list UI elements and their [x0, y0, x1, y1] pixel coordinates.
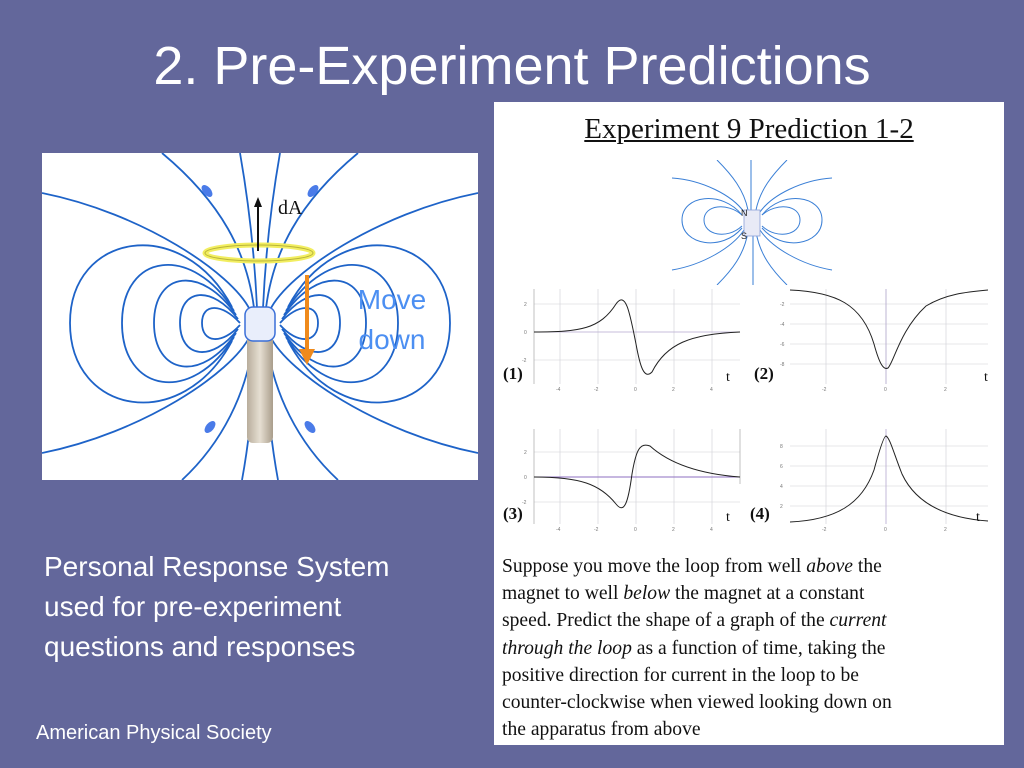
svg-text:2: 2	[780, 504, 783, 510]
prs-description: Personal Response System used for pre-ex…	[44, 547, 484, 667]
svg-text:4: 4	[710, 527, 713, 533]
question-line: Suppose you move the loop from well abov…	[502, 556, 882, 577]
prediction-graph-2: -2 -4 -6 -8 -2 0 2	[780, 289, 989, 393]
field-lines-diagram	[42, 153, 478, 480]
experiment-panel: Experiment 9 Prediction 1-2 N S	[494, 102, 1004, 745]
magnetic-field-figure: dA Move down	[42, 153, 478, 480]
svg-text:0: 0	[634, 387, 637, 393]
svg-text:2: 2	[672, 527, 675, 533]
svg-text:-2: -2	[522, 358, 527, 364]
svg-text:-2: -2	[822, 387, 827, 393]
svg-text:-8: -8	[780, 362, 785, 368]
svg-text:4: 4	[710, 387, 713, 393]
svg-text:0: 0	[634, 527, 637, 533]
svg-text:0: 0	[884, 387, 887, 393]
mini-field-diagram	[671, 160, 833, 285]
graph-3-label: (3)	[503, 504, 523, 523]
question-line: through the loop as a function of time, …	[502, 637, 886, 659]
question-line: counter-clockwise when viewed looking do…	[502, 692, 892, 714]
svg-text:-2: -2	[594, 387, 599, 393]
question-line: positive direction for current in the lo…	[502, 664, 859, 686]
south-label: S	[741, 231, 748, 241]
svg-text:-4: -4	[780, 322, 785, 328]
svg-text:2: 2	[944, 387, 947, 393]
svg-text:2: 2	[672, 387, 675, 393]
graph-1-label: (1)	[503, 364, 523, 383]
experiment-title: Experiment 9 Prediction 1-2	[584, 113, 914, 145]
down-label: down	[358, 324, 426, 355]
prediction-graph-4: 8 6 4 2 -2 0 2	[780, 429, 989, 533]
prs-line: Personal Response System	[44, 551, 390, 582]
svg-text:8: 8	[780, 444, 783, 450]
question-line: magnet to well below the magnet at a con…	[502, 583, 865, 605]
graph-2-axis-label: t	[984, 370, 988, 385]
svg-text:-2: -2	[594, 527, 599, 533]
svg-text:-2: -2	[780, 302, 785, 308]
bar-magnet	[247, 313, 273, 443]
graph-2-label: (2)	[754, 364, 774, 383]
svg-text:2: 2	[524, 450, 527, 456]
prs-line: questions and responses	[44, 631, 356, 662]
svg-text:4: 4	[780, 484, 783, 490]
north-label: N	[741, 208, 748, 218]
slide-title: 2. Pre-Experiment Predictions	[153, 36, 871, 96]
graph-4-axis-label: t	[976, 510, 980, 525]
question-line: the apparatus from above	[502, 719, 701, 741]
svg-text:0: 0	[524, 330, 527, 336]
graph-1-axis-label: t	[726, 370, 730, 385]
question-line: speed. Predict the shape of a graph of t…	[502, 610, 887, 632]
svg-text:6: 6	[780, 464, 783, 470]
svg-text:2: 2	[944, 527, 947, 533]
svg-text:-4: -4	[556, 527, 561, 533]
prs-line: used for pre-experiment	[44, 591, 342, 622]
svg-text:-2: -2	[522, 500, 527, 506]
graph-4-label: (4)	[750, 504, 770, 523]
question-text: Suppose you move the loop from well abov…	[502, 553, 992, 743]
prediction-graph-3: 2 0 -2 -4 -2 0 2 4	[522, 429, 741, 533]
dA-label: dA	[278, 197, 303, 219]
svg-text:-6: -6	[780, 342, 785, 348]
svg-text:-4: -4	[556, 387, 561, 393]
svg-text:0: 0	[524, 475, 527, 481]
graph-3-axis-label: t	[726, 510, 730, 525]
footer-credit: American Physical Society	[36, 722, 272, 744]
svg-text:0: 0	[884, 527, 887, 533]
svg-text:-2: -2	[822, 527, 827, 533]
svg-text:2: 2	[524, 302, 527, 308]
move-label: Move	[357, 284, 427, 315]
prediction-graph-1: 2 0 -2 -4 -2 0 2 4	[522, 289, 741, 393]
